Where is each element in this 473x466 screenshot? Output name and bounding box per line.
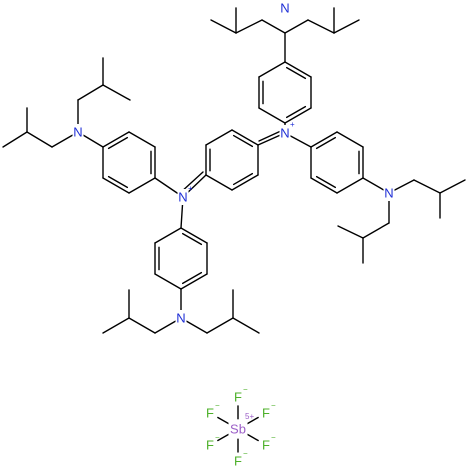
amine-nitrogen-bottom: N [176,311,185,326]
iminium-nitrogen-left: N [178,190,187,205]
isobutyl-bond [307,19,335,34]
isobutyl-bond [102,317,130,334]
phenyl-ring-bond [310,131,338,148]
iminium-nitrogen: N [280,126,289,141]
single-bond [337,225,364,239]
antimony-charge: 5+ [245,412,254,421]
sb-f-bond [217,416,230,425]
double-bond [107,175,129,189]
double-bond [181,271,203,285]
amine-nitrogen-left: N [73,125,82,140]
amine-nitrogen-bottom-backdrop [175,310,187,326]
isobutyl-bond [232,317,260,334]
phenyl-ring-bond [336,131,364,148]
fluorine-lower-left-charge: − [215,433,220,442]
fluorine-upper-left: F [206,406,214,421]
isobutyl-bond [26,131,53,148]
fluorine-top-backdrop [232,389,244,405]
sb-f-bond [246,416,259,425]
double-bond [315,136,337,150]
fluorine-bottom: F [234,454,242,466]
double-bond [181,232,203,246]
double-bond [107,136,129,150]
fluorine-lower-left-backdrop [204,437,216,453]
iminium-charge-left: + [188,184,193,193]
isobutyl-bond [413,179,441,194]
phenyl-ring-bond [154,227,182,244]
fluorine-bottom-charge: − [243,449,248,458]
isobutyl-bond [206,317,234,334]
isobutyl-bond [77,84,104,101]
isobutyl-bond [439,179,466,194]
quinoid-ring-bond [205,174,233,191]
isobutyl-bond [284,19,309,34]
phenyl-ring-bond [180,273,208,290]
fluorine-lower-right-backdrop [260,437,272,453]
phenyl-ring-bond [102,177,130,194]
fluorine-lower-left: F [206,438,214,453]
phenyl-ring-bond [284,107,312,124]
fluorine-lower-right: F [262,438,270,453]
fluorine-upper-right: F [262,406,270,421]
double-bond [315,175,337,189]
iminium-nitrogen-backdrop [279,125,291,141]
phenyl-ring-bond [258,107,286,124]
sb-f-bond [217,433,230,442]
phenyl-ring-bond [336,177,364,194]
isobutyl-bond [235,19,263,34]
phenyl-ring-bond [154,273,182,290]
single-bond [333,19,360,34]
quinoid-ring-bond [205,129,233,146]
fluorine-upper-left-backdrop [204,405,216,421]
fluorine-upper-right-charge: − [271,401,276,410]
phenyl-ring-bond [284,61,312,78]
phenyl-ring-bond [180,227,208,244]
single-bond [102,84,131,101]
phenyl-ring-bond [128,177,156,194]
fluorine-upper-right-backdrop [260,405,272,421]
double-bond [258,129,284,142]
antimony-atom-backdrop [228,421,248,437]
quinoid-ring-bond [231,174,259,191]
quinoid-ring-bond [231,129,259,146]
isobutyl-bond [128,317,156,334]
single-bond [2,131,28,148]
amine-nitrogen-right: N [384,186,393,201]
double-bond [232,134,254,148]
double-bond [285,105,307,119]
amine-nitrogen-top-backdrop [279,0,291,16]
phenyl-ring-bond [258,61,286,78]
fluorine-upper-left-charge: − [215,401,220,410]
sb-f-bond [246,433,259,442]
phenyl-ring-bond [128,131,156,148]
double-bond [232,172,254,186]
antimony-atom: Sb [230,422,246,437]
amine-nitrogen-right-backdrop [383,185,395,201]
bond-layer [2,7,466,453]
phenyl-ring-bond [102,131,130,148]
amine-nitrogen-left-backdrop [72,124,84,140]
single-bond [210,19,237,34]
fluorine-top-charge: − [243,385,248,394]
fluorine-lower-right-charge: − [271,433,276,442]
iminium-nitrogen-left-backdrop [177,189,189,205]
iminium-charge: + [290,120,295,129]
amine-nitrogen-top: N [280,1,289,16]
double-bond [285,66,307,80]
phenyl-ring-bond [310,177,338,194]
fluorine-bottom-backdrop [232,453,244,466]
fluorine-top: F [234,390,242,405]
isobutyl-bond [261,19,286,34]
isobutyl-bond [362,222,390,239]
